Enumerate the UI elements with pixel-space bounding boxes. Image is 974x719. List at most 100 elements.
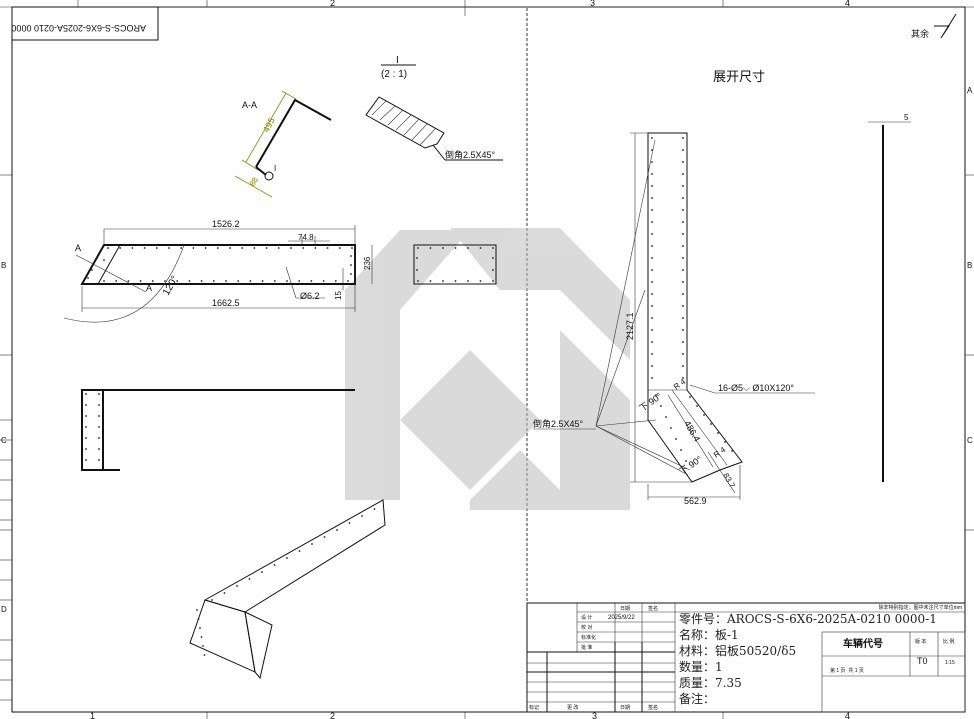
watermark-logo xyxy=(345,228,630,510)
part-name: 名称：板-1 xyxy=(679,627,739,642)
svg-text:2025/9/22: 2025/9/22 xyxy=(608,615,635,621)
hole-mark xyxy=(98,437,100,439)
hole-mark xyxy=(724,441,726,443)
hole-mark xyxy=(682,377,684,379)
zone-left: D xyxy=(1,605,7,614)
hole-mark xyxy=(492,269,494,271)
hole-mark xyxy=(689,396,691,398)
hole-mark xyxy=(731,450,733,452)
hole-mark xyxy=(200,636,203,638)
svg-text:倒角2.5X45°: 倒角2.5X45° xyxy=(445,149,496,160)
hole-mark xyxy=(682,221,684,223)
svg-text:标准化: 标准化 xyxy=(581,634,596,641)
hole-mark xyxy=(98,393,100,395)
svg-text:倒角2.5X45°: 倒角2.5X45° xyxy=(533,418,584,429)
svg-text:A: A xyxy=(75,243,81,253)
svg-text:下 90°: 下 90° xyxy=(677,454,704,477)
hole-mark xyxy=(429,247,432,249)
hole-mark xyxy=(115,280,118,282)
hole-mark xyxy=(682,197,684,199)
hole-mark xyxy=(651,293,653,295)
material: 材料：铝板50520/δ5 xyxy=(679,643,796,658)
hole-mark xyxy=(467,280,469,282)
hole-mark xyxy=(651,149,653,151)
svg-text:校 对: 校 对 xyxy=(581,624,592,631)
remark: 备注： xyxy=(679,691,715,706)
hole-mark xyxy=(361,515,363,517)
svg-text:83.7: 83.7 xyxy=(721,472,737,490)
hole-mark xyxy=(651,197,653,199)
hole-mark xyxy=(85,393,87,395)
svg-text:更 改: 更 改 xyxy=(567,704,578,711)
svg-text:120°: 120° xyxy=(161,274,181,297)
hole-mark xyxy=(290,247,292,249)
svg-text:标记: 标记 xyxy=(529,704,539,711)
svg-text:16-Ø5⌵ Ø10X120°: 16-Ø5⌵ Ø10X120° xyxy=(718,383,794,393)
svg-text:A-A: A-A xyxy=(242,100,257,110)
hole-mark xyxy=(651,329,653,331)
svg-text:车辆代号: 车辆代号 xyxy=(843,637,883,650)
svg-text:签名: 签名 xyxy=(648,704,658,711)
hole-mark xyxy=(682,209,684,211)
svg-text:版 本: 版 本 xyxy=(915,638,926,645)
hole-mark xyxy=(454,280,457,282)
hole-mark xyxy=(85,448,87,450)
hole-mark xyxy=(682,233,684,235)
thickness-view: 5 xyxy=(868,113,911,482)
hole-mark xyxy=(334,280,337,282)
hole-mark xyxy=(87,277,89,279)
side-view xyxy=(81,389,355,471)
isometric-view xyxy=(189,499,386,680)
hole-mark xyxy=(710,423,712,425)
hole-mark xyxy=(651,305,653,307)
hole-mark xyxy=(273,280,276,282)
hole-mark xyxy=(682,305,684,307)
zone-right: A xyxy=(967,86,973,95)
svg-text:I: I xyxy=(396,55,399,66)
hole-mark xyxy=(103,280,105,282)
hole-mark xyxy=(703,414,705,416)
hole-mark xyxy=(416,257,418,259)
hole-mark xyxy=(237,280,240,282)
svg-text:AROCS-S-6X6-2025A-0210 0000: AROCS-S-6X6-2025A-0210 0000 xyxy=(11,23,146,33)
zone-top: 2 xyxy=(330,0,335,8)
hole-mark xyxy=(229,247,231,249)
hole-mark xyxy=(651,365,653,367)
hole-mark xyxy=(192,247,195,249)
detail-view-i: I (2 : 1) 倒角2.5X45° xyxy=(365,55,503,161)
units-note: 除非特别指定，图中未注尺寸单位mm xyxy=(879,604,962,611)
svg-text:495: 495 xyxy=(261,116,277,134)
hole-mark xyxy=(265,247,268,249)
hole-mark xyxy=(98,415,100,417)
hole-mark xyxy=(655,394,657,396)
hole-mark xyxy=(298,280,301,282)
hole-mark xyxy=(675,438,677,440)
svg-text:R 4: R 4 xyxy=(672,377,688,392)
surface-finish-symbol: 其余 xyxy=(911,13,957,39)
hole-mark xyxy=(651,281,653,283)
hole-mark xyxy=(302,247,305,249)
hole-mark xyxy=(176,280,179,282)
hole-mark xyxy=(665,416,667,418)
mass: 质量：7.35 xyxy=(679,676,742,690)
svg-text:比 例: 比 例 xyxy=(943,638,954,645)
hole-mark xyxy=(310,280,313,282)
hole-mark xyxy=(350,273,352,275)
hole-mark xyxy=(416,269,418,271)
hole-mark xyxy=(682,173,684,175)
hole-mark xyxy=(651,257,653,259)
hole-mark xyxy=(442,247,444,249)
svg-text:R 4: R 4 xyxy=(712,445,728,460)
zone-bottom: 3 xyxy=(592,711,597,719)
hole-mark xyxy=(651,185,653,187)
hole-mark xyxy=(651,341,653,343)
svg-text:(2 : 1): (2 : 1) xyxy=(381,69,407,80)
hole-mark xyxy=(682,257,684,259)
hole-mark xyxy=(216,247,219,249)
hole-mark xyxy=(717,432,719,434)
hole-mark xyxy=(350,264,352,266)
hole-mark xyxy=(651,173,653,175)
svg-text:15: 15 xyxy=(334,291,343,300)
hole-mark xyxy=(651,353,653,355)
